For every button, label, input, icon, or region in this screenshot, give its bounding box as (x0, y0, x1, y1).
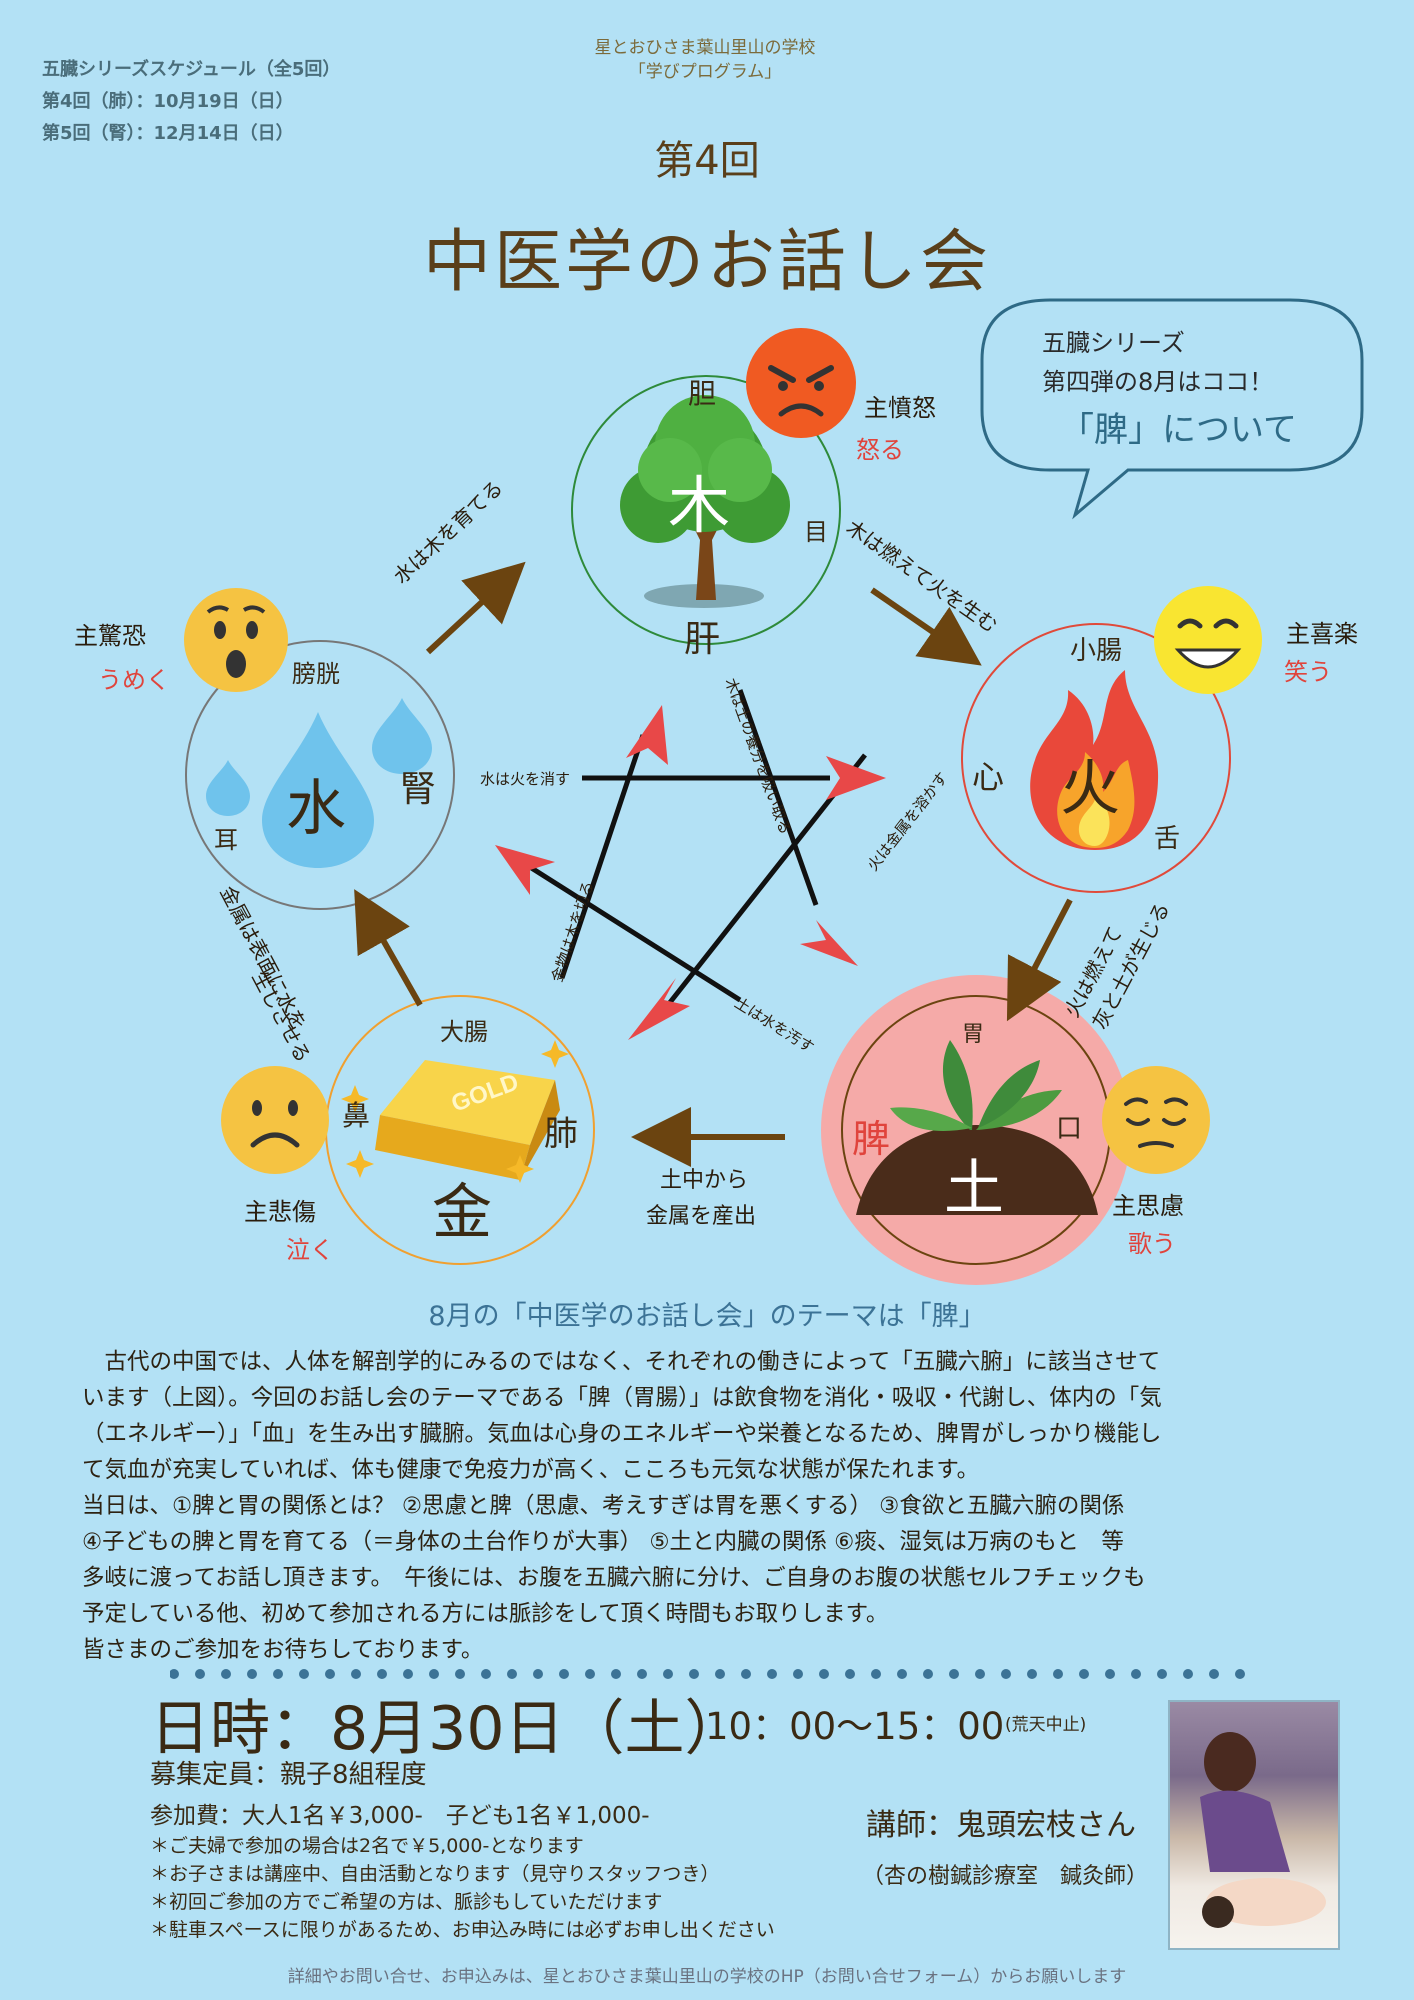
body-line: います（上図）。今回のお話し会のテーマである「脾（胃腸）」は飲食物を消化・吸収・… (82, 1385, 1162, 1411)
fire-char: 火 (1060, 754, 1120, 824)
schedule-item: 第4回（肺）：10月19日（日） (42, 91, 294, 112)
event-date: 日時：8月30日（土） (150, 1694, 745, 1764)
body-line: て気血が充実していれば、体も健康で免疫力が高く、こころも元気な状態が保たれます。 (82, 1457, 980, 1483)
event-time: 10：00〜15：00 (705, 1705, 1005, 1748)
wood-circle (571, 375, 841, 645)
wood-action: 怒る (856, 436, 904, 464)
body-line: 当日は、①脾と胃の関係とは？ ②思慮と脾（思慮、考えすぎは胃を悪くする） ③食欲… (82, 1493, 1125, 1519)
fire-icon (1030, 670, 1159, 850)
wood-top-organ: 胆 (688, 377, 717, 410)
lecturer-name: 講師：鬼頭宏枝さん (866, 1808, 1136, 1843)
page-title: 中医学のお話し会 (422, 223, 991, 302)
water-char: 水 (286, 774, 346, 844)
fire-circle (961, 623, 1231, 893)
note-item: ＊初回ご参加の方でご希望の方は、脈診もしていただけます (150, 1891, 663, 1913)
schedule-title: 五臓シリーズスケジュール（全5回） (42, 59, 341, 80)
five-elements-diagram: GOLD (184, 298, 1364, 1285)
arrow-water-wood (425, 561, 526, 655)
metal-char: 金 (432, 1178, 492, 1248)
organizer: 星とおひさま葉山里山の学校 「学びプログラム」 (560, 36, 850, 84)
water-emotion: 主驚恐 (74, 622, 146, 650)
gold-bar-icon: GOLD (341, 1040, 569, 1183)
arrow-fire-earth (1006, 898, 1073, 1022)
wood-bottom-organ: 肝 (684, 619, 721, 660)
control-star (520, 689, 867, 1012)
earth-emotion: 主思慮 (1112, 1192, 1184, 1220)
event-fee: 参加費：大人1名￥3,000- 子ども1名￥1,000- (150, 1803, 650, 1829)
earth-action: 歌う (1128, 1230, 1176, 1258)
metal-left-organ: 鼻 (342, 1099, 371, 1132)
earth-top-organ: 胃 (962, 1022, 985, 1047)
pensive-face-icon (1102, 1066, 1210, 1174)
body-line: 予定している他、初めて参加される方には脈診をして頂く時間もお取りします。 (82, 1601, 889, 1627)
bubble-line-2: 第四弾の8月はココ！ (1042, 368, 1274, 396)
fire-emotion: 主喜楽 (1286, 620, 1358, 648)
metal-action: 泣く (286, 1236, 334, 1264)
body-line: 多岐に渡ってお話し頂きます。 午後には、お腹を五臓六腑に分け、ご自身のお腹の状態… (82, 1565, 1146, 1591)
theme-heading: 8月の「中医学のお話し会」のテーマは「脾」 (428, 1301, 986, 1332)
speech-bubble (980, 298, 1364, 520)
water-top-organ: 膀胱 (292, 660, 340, 688)
arrow-wood-fire (870, 587, 982, 666)
note-item: ＊駐車スペースに限りがあるため、お申込み時には必ずお申し出ください (150, 1919, 775, 1941)
fire-right-organ: 舌 (1154, 824, 1181, 854)
water-action: うめく (98, 666, 170, 694)
lecturer-affiliation: （杏の樹鍼診療室 鍼灸師） (862, 1864, 1149, 1889)
relation-water-fire: 水は火を消す (480, 770, 571, 788)
body-line: 皆さまのご参加をお待ちしております。 (82, 1637, 484, 1663)
angry-face-icon (746, 328, 856, 438)
earth-right-organ: 口 (1056, 1114, 1083, 1144)
sad-face-icon (221, 1066, 329, 1174)
lecturer-photo (1168, 1700, 1340, 1950)
wood-emotion: 主憤怒 (864, 394, 936, 422)
relation-earth-metal-1: 土中から (660, 1168, 749, 1193)
bubble-line-3: 「脾」について (1060, 410, 1297, 450)
volume-label: 第4回 (654, 138, 760, 184)
schedule-item: 第5回（腎）：12月14日（日） (42, 123, 294, 144)
relation-earth-metal-2: 金属を産出 (646, 1204, 757, 1229)
water-circle (185, 640, 455, 910)
metal-emotion: 主悲傷 (244, 1198, 316, 1226)
fire-action: 笑う (1284, 658, 1332, 686)
body-text: 古代の中国では、人体を解剖学的にみるのではなく、それぞれの働きによって「五臓六腑… (82, 1344, 1342, 1668)
control-arrowheads (495, 705, 886, 1040)
water-drop-icon (206, 698, 432, 868)
note-item: ＊お子さまは講座中、自由活動となります（見守りスタッフつき） (150, 1863, 720, 1885)
tree-icon (620, 395, 790, 608)
grinning-face-icon (1154, 586, 1262, 694)
photo-illustration (1200, 1732, 1326, 1928)
water-left-organ: 耳 (214, 826, 238, 854)
footer-note: 詳細やお問い合せ、お申込みは、星とおひさま葉山里山の学校のHP（お問い合せフォー… (287, 1967, 1127, 1987)
metal-top-organ: 大腸 (440, 1018, 488, 1046)
wood-side-organ: 目 (804, 518, 828, 546)
wood-char: 木 (668, 469, 731, 542)
fire-top-organ: 小腸 (1070, 636, 1123, 666)
earth-char: 土 (944, 1154, 1004, 1224)
schedule-box: 五臓シリーズスケジュール（全5回） 第4回（肺）：10月19日（日） 第5回（腎… (42, 54, 340, 150)
fire-left-organ: 心 (972, 758, 1005, 796)
body-line: 古代の中国では、人体を解剖学的にみるのではなく、それぞれの働きによって「五臓六腑… (82, 1349, 1161, 1375)
bubble-line-1: 五臓シリーズ (1042, 329, 1185, 357)
event-capacity: 募集定員：親子8組程度 (150, 1760, 427, 1790)
dotted-divider (170, 1669, 1265, 1679)
soil-icon (856, 1040, 1098, 1215)
surprised-face-icon (184, 588, 288, 692)
event-time-note: (荒天中止) (1005, 1715, 1087, 1735)
body-line: ④子どもの脾と胃を育てる（＝身体の土台作りが大事） ⑤土と内臓の関係 ⑥痰、湿気… (82, 1529, 1124, 1555)
note-item: ＊ご夫婦で参加の場合は2名で￥5,000-となります (150, 1835, 584, 1857)
arrow-metal-water (354, 889, 423, 1007)
body-line: （エネルギー）」「血」を生み出す臓腑。気血は心身のエネルギーや栄養となるため、脾… (82, 1421, 1162, 1447)
event-notes: ＊ご夫婦で参加の場合は2名で￥5,000-となります ＊お子さまは講座中、自由活… (150, 1832, 775, 1944)
organizer-name: 星とおひさま葉山里山の学校 (594, 38, 816, 58)
earth-left-organ: 脾 (852, 1117, 891, 1161)
program-name: 「学びプログラム」 (628, 62, 782, 82)
water-right-organ: 腎 (400, 769, 437, 810)
metal-right-organ: 肺 (544, 1114, 578, 1154)
